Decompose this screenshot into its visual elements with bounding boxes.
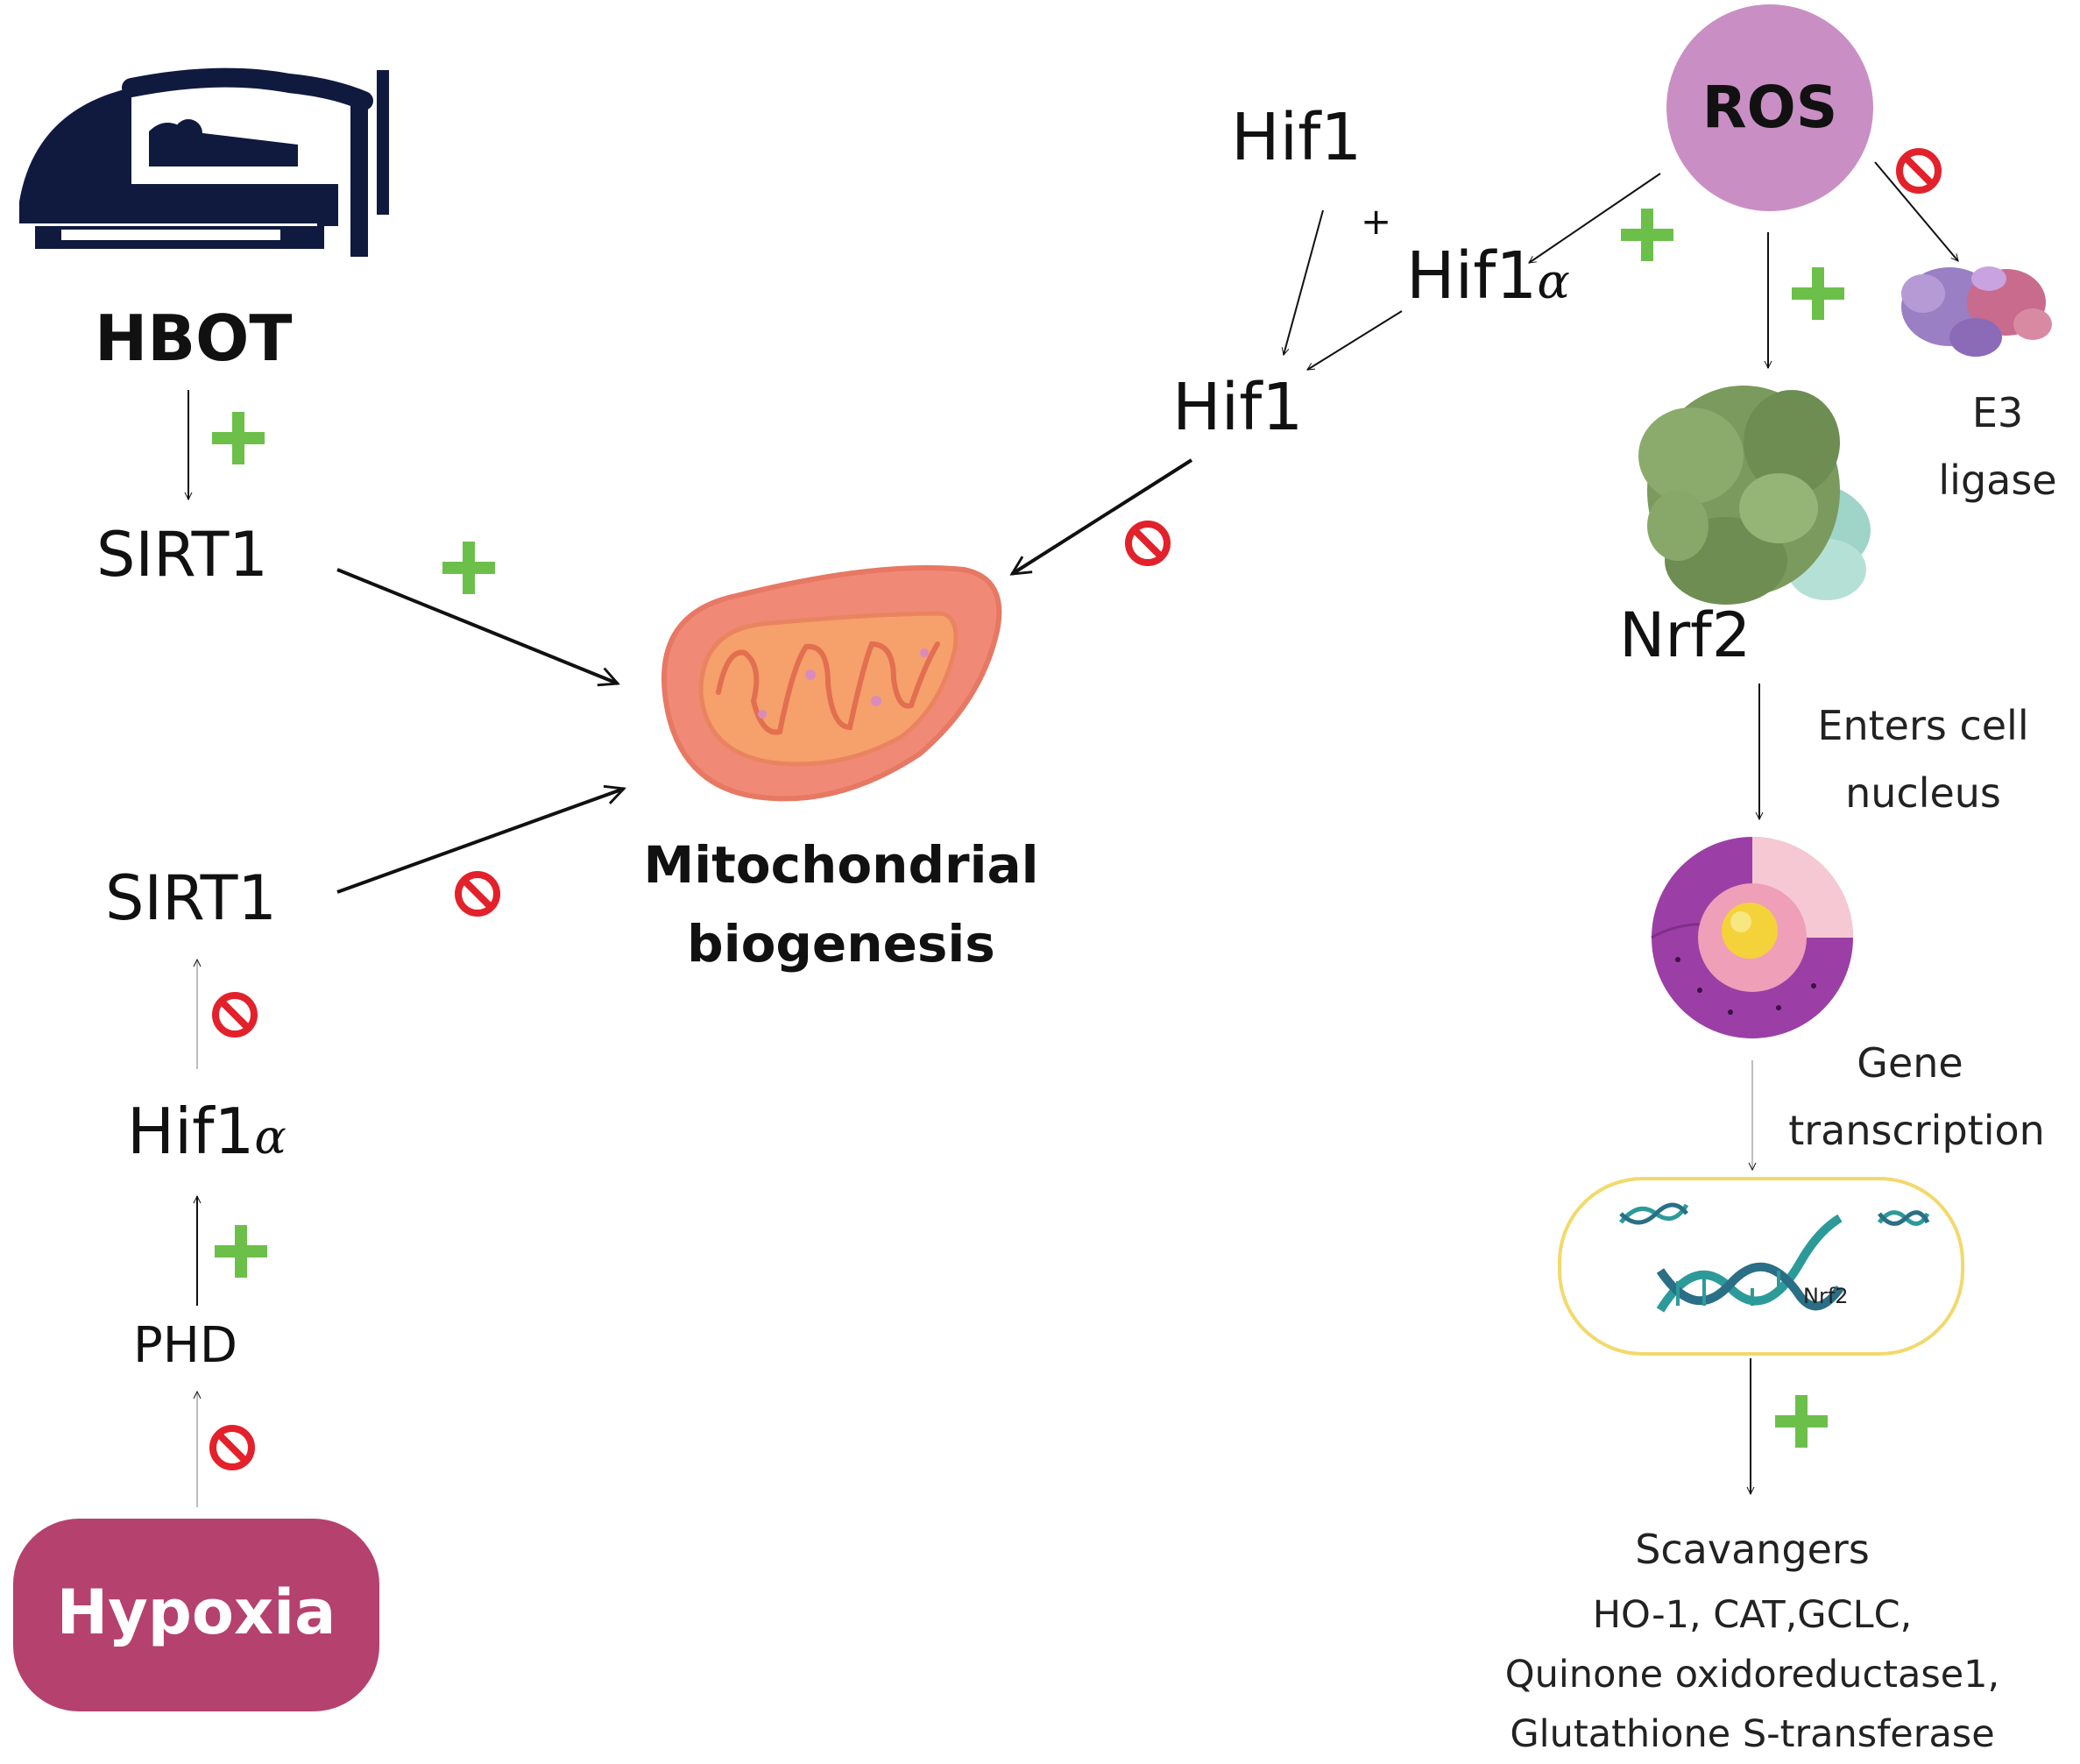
scavengers-title: Scavangers [1635,1526,1870,1573]
hif1-top-label: Hif1 [1231,100,1362,175]
inhibit-sign [1128,524,1167,563]
gene-label-line2: transcription [1788,1107,2045,1154]
gene-label-line1: Gene [1857,1039,1963,1087]
nrf2-label: Nrf2 [1619,599,1751,671]
hbot-label: HBOT [95,301,293,375]
dna-box-icon [1558,1177,1964,1356]
plus-sign [215,1225,267,1278]
hypoxia-label: Hypoxia [56,1576,336,1648]
plus-sign [1775,1395,1828,1448]
dna-nrf2-label: Nrf2 [1803,1284,1849,1308]
hif1a-left-text: Hif1 [127,1095,255,1168]
arrow-ros-to-hif1a [1529,173,1661,264]
hif1a-right-text: Hif1 [1406,238,1538,314]
alpha-symbol: α [1537,253,1570,310]
enters-label-line1: Enters cell [1817,702,2029,749]
e3-label-line1: E3 [1971,389,2024,436]
nrf2-protein-icon [1638,386,1871,605]
arrow-sirt1b-to-mito [336,789,624,894]
arrow-hif1-to-mito [1012,458,1193,574]
hif1-mid-label: Hif1 [1172,370,1304,445]
scavengers-line2: HO-1, CAT,GCLC, [1592,1593,1913,1637]
sirt1-top-label: SIRT1 [96,519,268,591]
scavengers-line3: Quinone oxidoreductase1, [1504,1653,2000,1697]
arrow-hif1a-to-hif1 [1307,310,1403,371]
mito-label-line2: biogenesis [687,914,995,974]
e3-label-line2: ligase [1938,457,2057,504]
plus-sign [442,542,495,594]
hbot-chamber-icon [19,67,389,257]
sirt1-bottom-label: SIRT1 [105,862,277,934]
hypoxia-box [13,1519,379,1711]
mito-label-line1: Mitochondrial [643,835,1039,895]
inhibit-sign [216,995,254,1034]
plus-sign [1621,209,1673,261]
plus-sign [1792,267,1844,320]
ros-label: ROS [1701,74,1838,141]
arrow-hif1-to-hif1 [1284,209,1324,355]
inhibit-sign [1900,152,1938,190]
inhibit-sign [458,875,497,913]
arrow-ros-to-e3 [1874,161,1959,261]
enters-label-line2: nucleus [1845,769,2001,817]
hif1a-left-label: Hif1α [127,1100,287,1163]
scavengers-line4: Glutathione S-transferase [1510,1712,1995,1756]
hif1a-right-label: Hif1α [1406,244,1570,308]
plus-join-label: + [1361,200,1392,243]
cell-nucleus-icon [1651,837,1853,1038]
alpha-symbol: α [254,1109,287,1165]
phd-label: PHD [133,1317,237,1374]
inhibit-sign [213,1428,251,1467]
e3-ligase-protein-icon [1901,266,2052,357]
plus-sign [212,412,265,464]
ros-circle [1666,4,1873,211]
mitochondrion-icon [661,565,1002,802]
arrow-sirt1-to-mito [336,568,618,684]
